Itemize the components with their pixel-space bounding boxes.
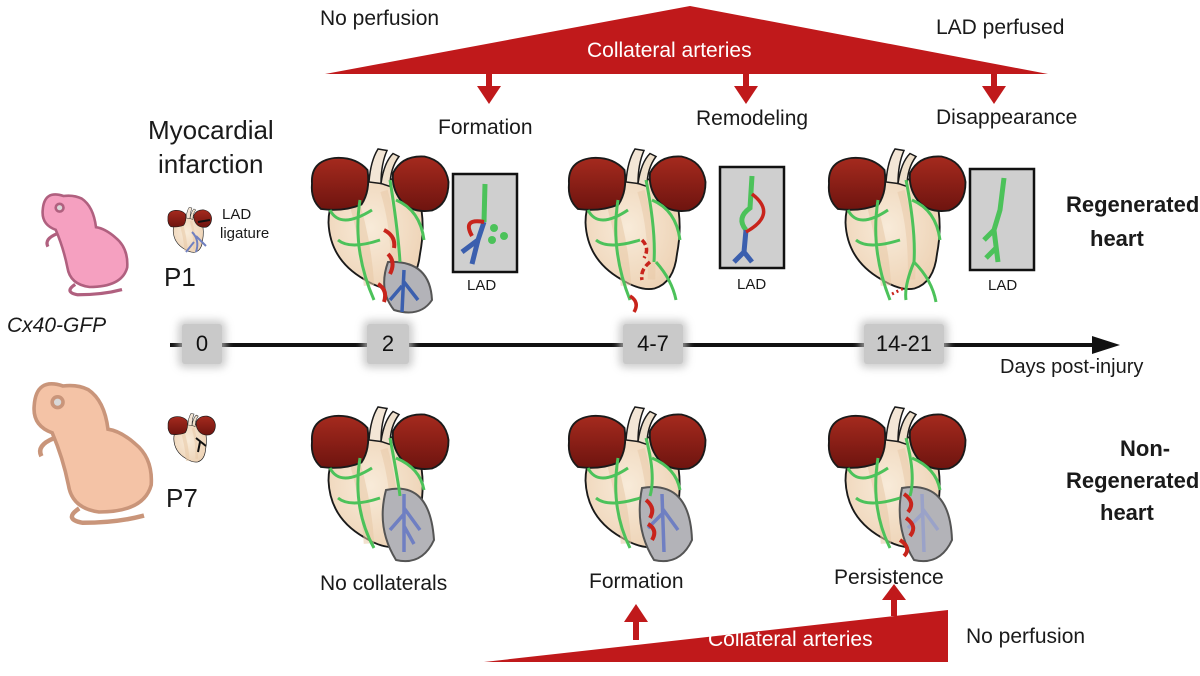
lad-inset-label-1: LAD bbox=[467, 277, 497, 294]
lad-inset-day2 bbox=[451, 172, 519, 274]
heart-p7-day14-21 bbox=[829, 407, 966, 562]
lad-inset-day4-7 bbox=[718, 165, 786, 270]
bottom-stage-formation: Formation bbox=[589, 570, 684, 593]
timeline-tick-14-21: 14-21 bbox=[864, 324, 944, 364]
timeline-axis-label: Days post-injury bbox=[1000, 356, 1144, 378]
bottom-stage-no-collaterals: No collaterals bbox=[320, 572, 448, 595]
lad-ligature-line2: ligature bbox=[220, 225, 270, 242]
mi-title-line2: infarction bbox=[158, 149, 264, 179]
bottom-band-label: Collateral arteries bbox=[708, 628, 873, 651]
age-p7: P7 bbox=[166, 483, 198, 513]
nonregen-line1: Non- bbox=[1120, 436, 1171, 461]
top-stage-arrows bbox=[477, 70, 1006, 104]
heart-p7-day4-7 bbox=[569, 407, 706, 562]
top-stage-formation: Formation bbox=[438, 116, 533, 139]
mini-heart-p7-icon bbox=[164, 410, 220, 468]
bottom-right-status: No perfusion bbox=[966, 625, 1086, 648]
heart-p1-day4-7 bbox=[569, 149, 706, 313]
pup-p7-icon bbox=[34, 384, 151, 523]
strain-label: Cx40-GFP bbox=[7, 314, 107, 337]
top-left-status: No perfusion bbox=[320, 7, 440, 30]
lad-inset-label-2: LAD bbox=[737, 276, 767, 293]
mi-title-line1: Myocardial bbox=[148, 115, 274, 145]
lad-inset-day14-21 bbox=[968, 167, 1036, 272]
top-stage-remodeling: Remodeling bbox=[696, 107, 809, 130]
heart-p1-day2 bbox=[312, 149, 449, 314]
timeline-tick-2: 2 bbox=[367, 324, 409, 364]
lad-inset-label-3: LAD bbox=[988, 277, 1018, 294]
heart-p7-day2 bbox=[312, 407, 449, 562]
regenerated-line1: Regenerated bbox=[1066, 192, 1200, 217]
top-stage-disappearance: Disappearance bbox=[936, 106, 1078, 129]
age-p1: P1 bbox=[164, 262, 196, 292]
nonregen-line3: heart bbox=[1100, 500, 1154, 525]
timeline-tick-0: 0 bbox=[182, 324, 222, 364]
timeline-tick-4-7: 4-7 bbox=[623, 324, 683, 364]
lad-ligature-line1: LAD bbox=[222, 206, 252, 223]
heart-p1-day14-21 bbox=[829, 149, 966, 303]
nonregen-line2: Regenerated bbox=[1066, 468, 1200, 493]
top-band-label: Collateral arteries bbox=[587, 39, 752, 62]
mini-heart-p1-icon bbox=[164, 203, 216, 259]
top-collateral-band bbox=[325, 6, 1048, 74]
bottom-stage-arrows bbox=[624, 584, 906, 640]
regenerated-line2: heart bbox=[1090, 226, 1144, 251]
pup-p1-icon bbox=[40, 192, 130, 297]
top-right-status: LAD perfused bbox=[936, 16, 1065, 39]
bottom-collateral-band bbox=[484, 610, 948, 662]
bottom-stage-persistence: Persistence bbox=[834, 566, 944, 589]
